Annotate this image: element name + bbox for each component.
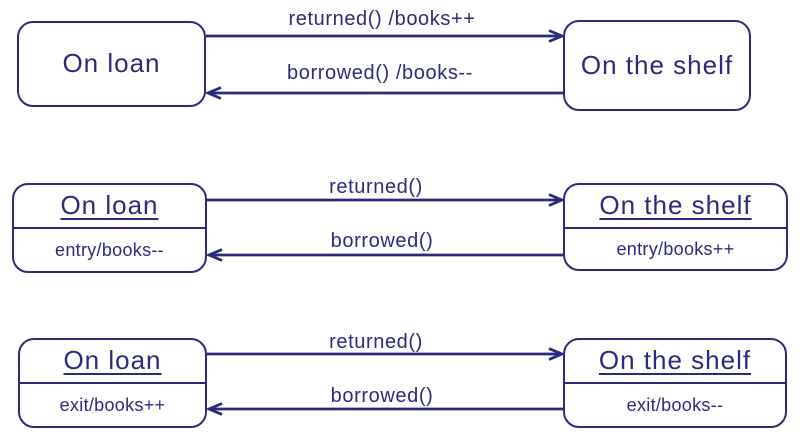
state-title: On the shelf (565, 185, 786, 229)
state-title: On loan (62, 48, 161, 79)
transition-label-borrowed-1: borrowed() /books-- (287, 62, 473, 84)
transition-arrow-borrowed-1 (204, 86, 563, 100)
state-title: On loan (14, 185, 205, 229)
transition-label-returned-3: returned() (329, 331, 423, 353)
transition-arrow-returned-3 (207, 347, 566, 361)
transition-arrow-returned-1 (206, 29, 566, 43)
transition-arrow-borrowed-3 (205, 402, 563, 416)
state-title: On the shelf (565, 340, 785, 384)
state-on-the-shelf-1: On the shelf (563, 20, 751, 111)
state-entry-action: entry/books-- (55, 239, 164, 260)
transition-label-borrowed-3: borrowed() (330, 385, 434, 407)
transition-arrow-returned-2 (207, 193, 566, 207)
arrowhead-right-icon (548, 29, 566, 43)
state-on-loan-1: On loan (17, 21, 206, 107)
transition-label-returned-1: returned() /books++ (288, 8, 476, 30)
arrowhead-left-icon (205, 402, 223, 416)
state-on-the-shelf-2: On the shelf entry/books++ (563, 183, 788, 271)
arrowhead-left-icon (204, 86, 222, 100)
state-title: On loan (20, 340, 205, 384)
state-title: On the shelf (580, 49, 734, 80)
transition-label-borrowed-2: borrowed() (330, 230, 434, 252)
arrowhead-right-icon (548, 193, 566, 207)
transition-label-returned-2: returned() (329, 176, 423, 198)
transition-arrow-borrowed-2 (205, 248, 563, 262)
state-exit-action: exit/books++ (59, 394, 166, 415)
state-on-loan-3: On loan exit/books++ (18, 338, 207, 428)
state-on-the-shelf-3: On the shelf exit/books-- (563, 338, 787, 428)
state-entry-action: entry/books++ (616, 238, 735, 259)
state-on-loan-2: On loan entry/books-- (12, 183, 207, 273)
state-exit-action: exit/books-- (626, 394, 724, 415)
arrowhead-left-icon (205, 248, 223, 262)
arrowhead-right-icon (548, 347, 566, 361)
